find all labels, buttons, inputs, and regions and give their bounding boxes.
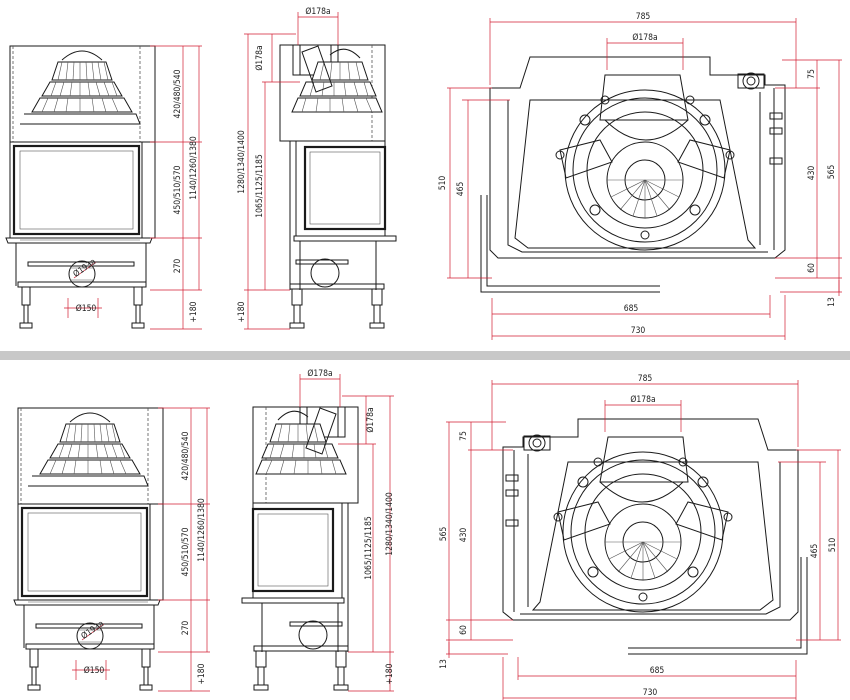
dim-plan-75: 75	[459, 431, 469, 441]
dim-side-feet-height: +180	[237, 301, 247, 322]
side-view-top	[242, 10, 398, 331]
dim-outlet-diameter: Ø150	[76, 303, 97, 314]
dim-side-mid-height: 1065/1125/1185	[255, 154, 265, 218]
bottom-variant: 420/480/540 450/510/570 270 1140/1260/13…	[12, 368, 842, 700]
dim-plan-430: 430	[807, 166, 817, 181]
dim-flue-side: Ø178a	[254, 45, 265, 70]
dim-plan-565: 565	[827, 165, 837, 180]
section-separator	[0, 351, 850, 360]
dim-total-height: 1140/1260/1380	[197, 498, 207, 562]
dim-outlet-diameter: Ø150	[84, 665, 105, 676]
dim-plan-width: 785	[636, 12, 651, 22]
dim-plan-flue: Ø178a	[630, 394, 655, 405]
dim-inlet-diameter: Ø193a	[71, 256, 98, 280]
dim-plan-13: 13	[827, 297, 837, 307]
dim-plan-60: 60	[807, 263, 817, 273]
dim-plan-flue: Ø178a	[632, 32, 657, 43]
dim-plan-465: 465	[456, 182, 466, 197]
dim-side-mid-height: 1065/1125/1185	[364, 516, 374, 580]
dim-plan-510: 510	[438, 176, 448, 191]
dim-plan-565: 565	[439, 527, 449, 542]
dim-plan-75: 75	[807, 69, 817, 79]
top-variant: 420/480/540 450/510/570 270 1140/1260/13…	[4, 6, 843, 341]
dim-feet-height: +180	[197, 663, 207, 684]
dim-window-height: 450/510/570	[181, 527, 191, 576]
dim-plan-width: 785	[638, 374, 653, 384]
dim-side-feet-height: +180	[385, 663, 395, 684]
dim-base-height: 270	[181, 621, 191, 636]
dim-plan-510: 510	[828, 538, 838, 553]
dim-hood-height: 420/480/540	[173, 69, 183, 118]
dim-feet-height: +180	[189, 301, 199, 322]
dim-total-height: 1140/1260/1380	[189, 136, 199, 200]
dim-plan-730: 730	[643, 688, 658, 698]
dim-base-height: 270	[173, 259, 183, 274]
dim-plan-685: 685	[650, 666, 665, 676]
plan-view-top	[446, 17, 843, 341]
dim-plan-730: 730	[631, 326, 646, 336]
plan-view-bottom	[445, 379, 842, 700]
dim-side-total-height: 1280/1340/1400	[237, 130, 247, 194]
dim-plan-60: 60	[459, 625, 469, 635]
dim-plan-465: 465	[810, 544, 820, 559]
dim-inlet-diameter: Ø193a	[79, 618, 106, 642]
dim-side-total-height: 1280/1340/1400	[385, 492, 395, 556]
dim-flue-side: Ø178a	[365, 407, 376, 432]
dim-plan-685: 685	[624, 304, 639, 314]
dim-hood-height: 420/480/540	[181, 431, 191, 480]
dim-plan-430: 430	[459, 528, 469, 543]
dim-plan-13: 13	[439, 659, 449, 669]
dim-flue-top: Ø178a	[305, 6, 330, 17]
dim-window-height: 450/510/570	[173, 165, 183, 214]
dim-flue-top: Ø178a	[307, 368, 332, 379]
